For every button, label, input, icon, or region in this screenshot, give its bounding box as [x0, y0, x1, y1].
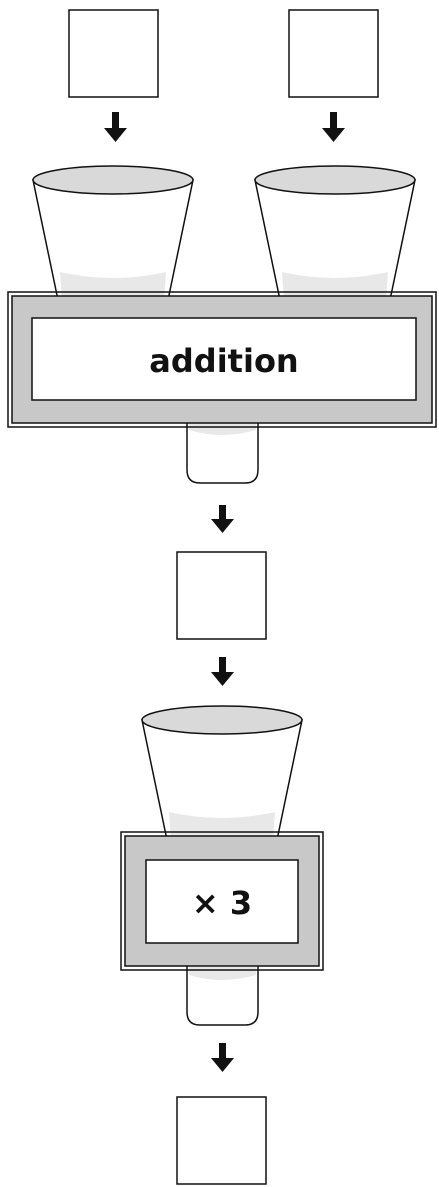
arrow-down-icon	[104, 112, 127, 142]
input-box-left	[68, 9, 159, 98]
machine-addition: addition	[7, 291, 437, 428]
arrow-down-icon	[211, 505, 234, 533]
machine-times-three-label: × 3	[192, 884, 252, 922]
arrow-down-icon	[322, 112, 345, 142]
machine-addition-label: addition	[149, 342, 298, 380]
spout-icon	[186, 419, 259, 484]
funnel-icon	[254, 165, 416, 301]
arrow-down-icon	[211, 1043, 234, 1072]
output-box	[176, 1096, 267, 1185]
intermediate-box	[176, 551, 267, 640]
arrow-down-icon	[211, 657, 234, 686]
input-box-right	[288, 9, 379, 98]
machine-times-three: × 3	[120, 831, 324, 971]
funnel-icon	[32, 165, 194, 301]
spout-icon	[186, 964, 259, 1026]
funnel-icon	[141, 705, 303, 841]
